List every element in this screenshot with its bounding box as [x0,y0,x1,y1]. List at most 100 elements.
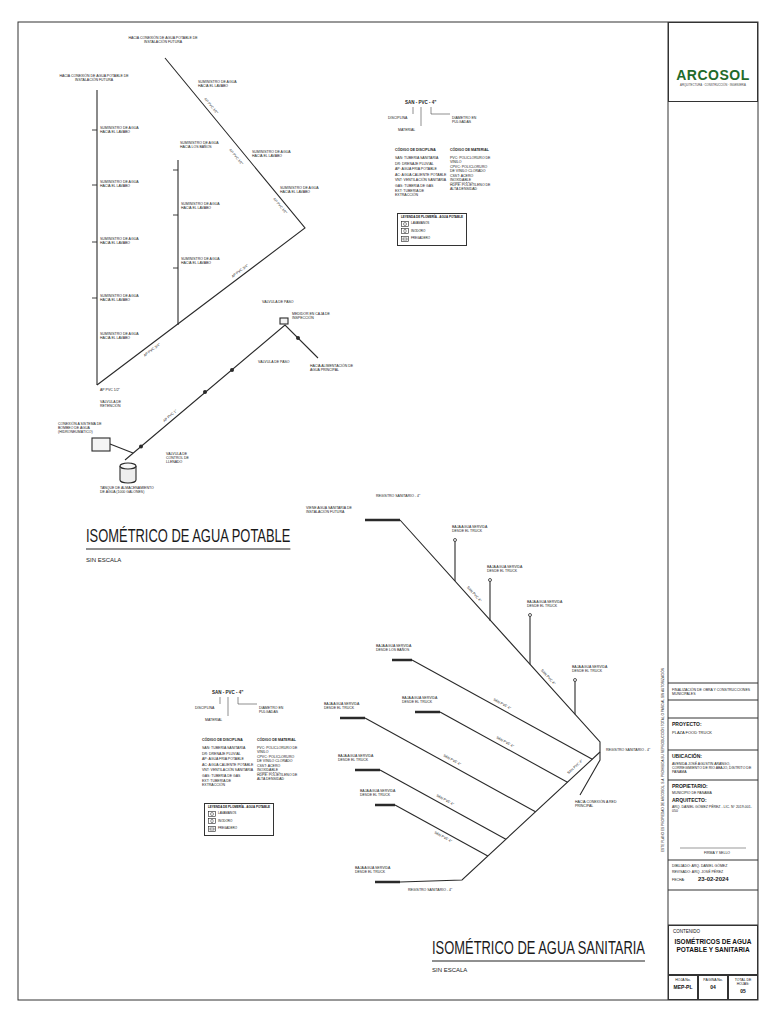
title-block-text: ARQUITECTO: [672,798,756,804]
title-block-text: PROYECTO: [672,722,756,728]
pipe-tag: AP PVC 1/2" [227,147,244,166]
annotation-label: SUMINISTRO DE AGUA HACIA EL LAVABO [100,237,144,245]
legend-symbol [401,236,409,242]
sheet-cell: HOJA No.MEP-PL [668,975,698,1000]
code-table-text: EXT: TUBERÍA DE EXTRACCIÓN [202,779,255,787]
title-block-text: FINALIZACIÓN DE OBRA Y CONSTRUCCIONES MU… [672,688,756,696]
code-table-text: MATERIAL [398,128,420,132]
code-table-text: AC: AGUA CALIENTE POTABLE [202,763,255,767]
code-table-text: DISCIPLINA [388,116,410,120]
title-block-text: DIBUJADO: ARQ. DANIEL GÓMEZ [672,864,756,868]
annotation-label: CONEXIÓN A SISTEMA DE BOMBEO DE AGUA (HI… [58,422,102,434]
pipe-code: SAN - PVC - 4" [212,690,262,695]
annotation-label: TANQUE DE ALMACENAMIENTO DE AGUA (1000 G… [100,486,156,494]
code-table-text: AP: AGUA FRÍA POTABLE [395,167,448,171]
box-heading: LEYENDA DE PLOMERÍA - AGUA POTABLE [208,806,270,809]
code-table-text: HDPE: POLIETILENO DE ALTA DENSIDAD [450,183,492,191]
code-table-text: CÓDIGO DE DISCIPLINA [202,738,252,742]
annotation-label: BAJA AGUA SERVIDA DESDE EL TRUCK [402,696,442,704]
title-block-text: 23-02-2024 [698,876,748,883]
code-table-text: CPVC: POLICLORURO DE VINILO CLORADO [450,165,492,173]
title-block-text: ARQ. DANIEL GÓMEZ PÉREZ - LIC. N° 2019-0… [672,805,756,813]
disclaimer-note: ESTE PLANO ES PROPIEDAD DE ARCOSOL, S.A.… [662,667,666,853]
pipe-tag: SAN PVC 4" [492,697,513,711]
legend-text: INODORO [411,230,425,233]
code-table-text: DR: DRENAJE PLUVIAL [395,162,448,166]
annotation-label: VÁLVULA DE PASO [258,360,294,364]
annotation-label: HACIA CONEXIÓN DE AGUA POTABLE DE INSTAL… [58,74,130,82]
content-box: CONTENIDOISOMÉTRICOS DE AGUA POTABLE Y S… [668,925,758,975]
legend-symbol [208,826,216,832]
code-table-text: CÓDIGO DE MATERIAL [450,148,494,152]
code-table-text: DIÁMETRO EN PULGADAS [452,116,480,124]
sheet-cell: PÁGINA No.04 [698,975,728,1000]
legend-box: LEYENDA DE PLOMERÍA - AGUA POTABLE LAVAMA… [397,213,467,246]
title-block-text: FECHA: [672,878,694,882]
legend-row: FREGADERO [401,236,463,242]
legend-row: LAVAMANOS [401,221,463,227]
title-block-text: MUNICIPIO DE PANAMÁ [672,791,756,795]
annotation-label: SUMINISTRO DE AGUA HACIA LOS BAÑOS [180,141,224,149]
annotation-label: VIENE AGUA SANITARIA DE INSTALACIÓN FUTU… [306,506,361,514]
annotation-label: BAJA AGUA SERVIDA DESDE EL TRUCK [527,600,565,608]
box-text: ISOMÉTRICOS DE AGUA POTABLE Y SANITARIA [673,938,753,953]
annotation-label: MEDIDOR EN CAJA DE INSPECCIÓN [292,312,332,320]
annotation-label: BAJA AGUA SERVIDA DESDE EL TRUCK [487,565,525,573]
code-table-text: DISCIPLINA [195,706,217,710]
code-table-text: VNT: VENTILACIÓN SANITARIA [202,768,255,772]
box-heading: LEYENDA DE PLOMERÍA - AGUA POTABLE [401,216,463,219]
annotation-label: BAJA AGUA SERVIDA DESDE EL TRUCK [572,665,610,673]
code-leaders [220,107,450,716]
box-heading: ARCOSOL [672,67,754,83]
annotation-label: SUMINISTRO DE AGUA HACIA EL LAVABO [280,186,324,194]
pipe-code: SAN - PVC - 4" [405,100,455,105]
valve-symbols [139,336,300,449]
title-block-text: AVENIDA JOSÉ AGUSTÍN ARANGO, CORREGIMIEN… [672,762,756,774]
code-table-text: PVC: POLICLORURO DE VINILO [257,746,299,754]
pipe-tag: AP PVC 1/2" [271,196,288,215]
title-block-text: PROPIETARIO: [672,784,756,790]
box-text: 05 [730,989,756,995]
drawing-title: ISOMÉTRICO DE AGUA SANITARIA [432,938,645,957]
code-table-text: PVC: POLICLORURO DE VINILO [450,156,492,164]
annotation-label: AP PVC 1/2" [100,388,130,392]
riser-caps [454,539,577,682]
annotation-label: REGISTRO SANITARIO - 4" [606,748,652,752]
annotation-label: HACIA CONEXIÓN DE AGUA POTABLE DE INSTAL… [128,36,198,44]
code-table-text: CÓDIGO DE DISCIPLINA [395,148,445,152]
code-table-text: SAN: TUBERÍA SANITARIA [202,746,255,750]
scale-note: SIN ESCALA [432,967,492,974]
box-text: MEP-PL [670,985,696,991]
code-table-text: AP: AGUA FRÍA POTABLE [202,757,255,761]
legend-symbol [401,221,409,227]
legend-text: FREGADERO [411,237,430,240]
legend-text: LAVAMANOS [218,812,236,815]
annotation-label: REGISTRO SANITARIO - 4" [376,494,424,498]
box-heading: PÁGINA No. [700,978,726,982]
annotation-label: SUMINISTRO DE AGUA HACIA EL LAVABO [100,332,144,340]
legend-row: INODORO [208,818,270,824]
pipe-tag: SAN PVC 4" [566,758,585,776]
scale-note: SIN ESCALA [86,557,146,564]
code-table-text: CÓDIGO DE MATERIAL [257,738,301,742]
annotation-label: SUMINISTRO DE AGUA HACIA EL LAVABO [252,150,296,158]
code-table-text: MATERIAL [205,718,227,722]
annotation-label: SUMINISTRO DE AGUA HACIA EL LAVABO [100,180,144,188]
code-table-text: CPVC: POLICLORURO DE VINILO CLORADO [257,755,299,763]
annotation-label: BAJA AGUA SERVIDA DESDE EL TRUCK [452,525,490,533]
annotation-label: SUMINISTRO DE AGUA HACIA EL LAVABO [181,257,225,265]
box-heading: TOTAL DE HOJAS: [730,978,756,986]
annotation-label: REGISTRO SANITARIO - 4" [408,888,454,892]
code-table-text: VNT: VENTILACIÓN SANITARIA [395,178,448,182]
code-table-text: DIÁMETRO EN PULGADAS [259,706,287,714]
annotation-label: BAJA AGUA SERVIDA DESDE EL TRUCK [355,866,395,874]
pipe-tag: SAN PVC 4" [435,793,456,807]
legend-symbol [208,818,216,824]
pipe-tag: SAN PVC 4" [495,735,516,749]
code-table-text: DR: DRENAJE PLUVIAL [202,752,255,756]
sheet-frame [18,22,758,1000]
annotation-label: BAJA AGUA SERVIDA DESDE LOS BAÑOS [376,644,416,652]
pipe-tag: SAN PVC 4" [465,585,482,604]
heading-underline [86,548,290,549]
